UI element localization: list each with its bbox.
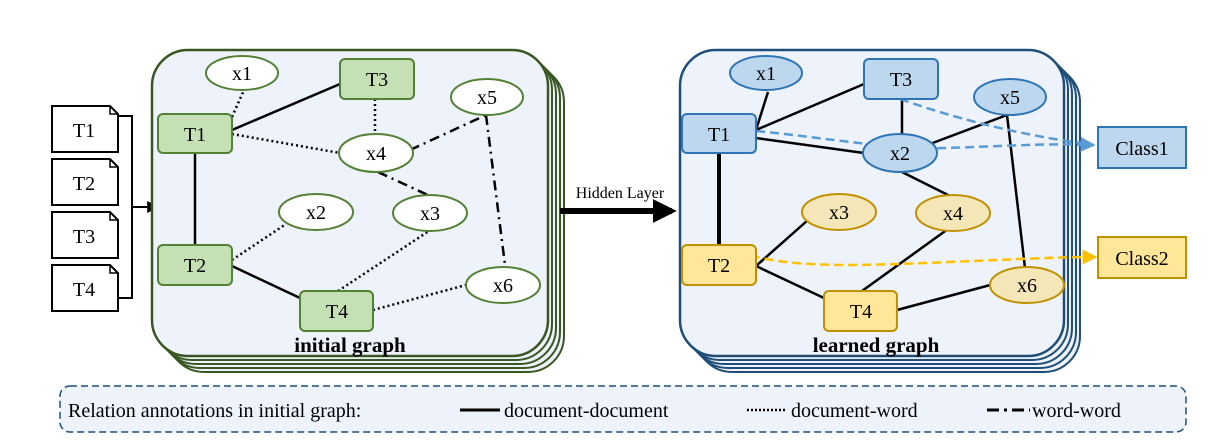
learned-node-T1: T1 bbox=[681, 113, 757, 154]
edge-x5-x6 bbox=[1005, 114, 1027, 269]
initial-graph-caption: initial graph bbox=[294, 333, 406, 357]
initial-node-x4: x4 bbox=[338, 133, 414, 173]
learned-node-x6-label: x6 bbox=[1017, 275, 1037, 297]
initial-word-nodes: x1 x5 x4 x2 x3 x6 bbox=[205, 55, 541, 304]
learned-word-nodes: x1 x5 x2 x3 x4 x6 bbox=[729, 55, 1065, 304]
edge-T4-x6 bbox=[372, 283, 467, 312]
initial-node-T1: T1 bbox=[157, 113, 233, 154]
initial-node-x3: x3 bbox=[392, 194, 468, 232]
learned-node-x3-label: x3 bbox=[829, 202, 849, 224]
learned-node-x5-label: x5 bbox=[1000, 87, 1020, 109]
initial-node-x4-label: x4 bbox=[366, 143, 386, 165]
class1-arrow-from-T3 bbox=[899, 97, 1095, 147]
class1-box: Class1 bbox=[1097, 126, 1187, 169]
document-T2-label: T2 bbox=[73, 173, 95, 195]
learned-node-x5: x5 bbox=[973, 78, 1047, 116]
document-inputs: T1 T2 T3 T4 bbox=[51, 105, 160, 312]
document-T3-label: T3 bbox=[73, 226, 95, 248]
learned-node-T1-label: T1 bbox=[708, 124, 730, 146]
legend: Relation annotations in initial graph: d… bbox=[59, 385, 1187, 433]
edge-x5-x6 bbox=[484, 114, 507, 266]
initial-node-x5-label: x5 bbox=[477, 87, 497, 109]
document-T1: T1 bbox=[51, 105, 119, 153]
legend-label-document-word: document-word bbox=[791, 400, 918, 422]
initial-node-T3-label: T3 bbox=[366, 69, 388, 91]
learned-node-x1-label: x1 bbox=[756, 63, 776, 85]
initial-node-x2-label: x2 bbox=[306, 202, 326, 224]
document-T3: T3 bbox=[51, 211, 119, 259]
edge-T2-T4 bbox=[231, 264, 301, 300]
document-T4-label: T4 bbox=[73, 279, 95, 301]
class2-arrow bbox=[724, 243, 1098, 267]
initial-node-T4-label: T4 bbox=[326, 301, 348, 323]
initial-node-x6: x6 bbox=[465, 266, 541, 304]
edge-T1-x4 bbox=[231, 132, 341, 155]
learned-node-x1: x1 bbox=[729, 55, 803, 91]
learned-node-x6: x6 bbox=[989, 266, 1065, 304]
initial-node-T2: T2 bbox=[157, 244, 233, 286]
initial-node-x3-label: x3 bbox=[420, 203, 440, 225]
initial-node-T4: T4 bbox=[299, 290, 374, 332]
initial-graph-edges bbox=[193, 82, 507, 312]
edge-T2-x2 bbox=[231, 222, 287, 262]
learned-doc-nodes: T1 T3 T2 T4 bbox=[681, 58, 939, 332]
edge-T4-x4 bbox=[861, 227, 949, 293]
class1-arrow-from-T1 bbox=[755, 129, 1096, 152]
initial-doc-nodes: T1 T3 T2 T4 bbox=[157, 58, 415, 332]
learned-node-T3-label: T3 bbox=[890, 69, 912, 91]
learned-graph-caption: learned graph bbox=[813, 333, 940, 357]
edge-x4-x3 bbox=[377, 170, 431, 198]
learned-node-T4: T4 bbox=[823, 290, 898, 332]
edge-x2-x5 bbox=[929, 113, 1008, 146]
edge-T1-T3 bbox=[755, 82, 865, 132]
class2-box: Class2 bbox=[1097, 236, 1187, 279]
learned-node-T2-label: T2 bbox=[708, 255, 730, 277]
edge-T1-x1 bbox=[754, 91, 770, 131]
learned-graph-panel: T1 T3 T2 T4 x1 x5 bbox=[678, 48, 1098, 373]
learned-node-x2-label: x2 bbox=[890, 143, 910, 165]
learned-node-T4-label: T4 bbox=[850, 301, 872, 323]
learned-node-T2: T2 bbox=[681, 244, 757, 286]
legend-label-document-document: document-document bbox=[504, 400, 669, 422]
initial-graph-panel: T1 T3 T2 T4 x1 x5 bbox=[150, 48, 565, 373]
edge-T4-x6 bbox=[896, 282, 995, 312]
edge-T1-x2 bbox=[755, 136, 865, 155]
edge-T2-T4 bbox=[755, 264, 825, 300]
initial-node-x1: x1 bbox=[205, 55, 279, 91]
document-bracket bbox=[119, 115, 133, 299]
initial-node-T1-label: T1 bbox=[184, 124, 206, 146]
learned-node-x3: x3 bbox=[801, 193, 877, 231]
initial-node-x6-label: x6 bbox=[493, 275, 513, 297]
legend-label-word-word: word-word bbox=[1032, 400, 1121, 422]
learned-graph-edges bbox=[717, 82, 1027, 312]
initial-node-x5: x5 bbox=[450, 78, 524, 116]
hidden-layer-connector: Hidden Layer bbox=[560, 185, 677, 223]
initial-node-x2: x2 bbox=[278, 193, 354, 231]
initial-node-x1-label: x1 bbox=[232, 63, 252, 85]
edge-x2-x4 bbox=[901, 170, 951, 198]
edge-x4-x5 bbox=[409, 113, 487, 152]
document-T1-label: T1 bbox=[73, 120, 95, 142]
legend-frame bbox=[59, 385, 1187, 433]
document-T4: T4 bbox=[51, 264, 119, 312]
edge-T4-x3 bbox=[337, 227, 433, 293]
edge-T1-T3 bbox=[231, 82, 341, 132]
hidden-layer-label: Hidden Layer bbox=[576, 185, 665, 202]
learned-node-x4: x4 bbox=[915, 194, 991, 232]
initial-graph-frame bbox=[150, 48, 550, 358]
learned-node-T3: T3 bbox=[863, 58, 939, 100]
learned-node-x2: x2 bbox=[862, 133, 938, 173]
initial-node-T2-label: T2 bbox=[184, 255, 206, 277]
class1-label: Class1 bbox=[1115, 138, 1168, 160]
document-T2: T2 bbox=[51, 158, 119, 206]
legend-title: Relation annotations in initial graph: bbox=[68, 400, 361, 422]
initial-node-T3: T3 bbox=[339, 58, 415, 100]
learned-node-x4-label: x4 bbox=[943, 203, 963, 225]
class-assignment-arrows bbox=[724, 97, 1098, 267]
class2-label: Class2 bbox=[1115, 248, 1168, 270]
